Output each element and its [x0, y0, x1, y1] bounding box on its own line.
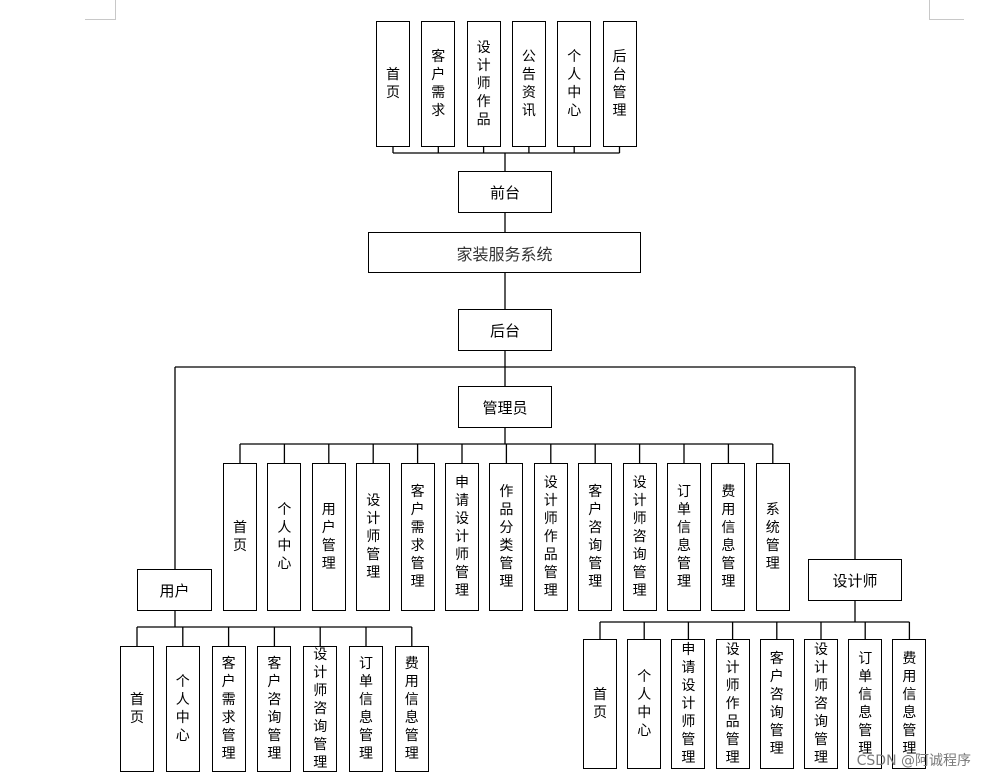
- admin-item-4: 设计师管理: [356, 463, 391, 611]
- admin-item-9: 客户咨询管理: [578, 463, 613, 611]
- watermark: CSDN @阿诚程序: [856, 753, 971, 769]
- user-item-6: 订单信息管理: [349, 646, 383, 772]
- front-item-6: 后台管理: [602, 21, 637, 147]
- crop-mark-top-right-h: [929, 19, 964, 20]
- user-item-5: 设计师咨询管理: [303, 646, 338, 772]
- user-item-4: 客户咨询管理: [257, 646, 292, 772]
- designer-item-3: 申请设计师管理: [671, 639, 706, 769]
- designer-node: 设计师: [808, 559, 902, 601]
- admin-item-11: 订单信息管理: [667, 463, 701, 611]
- admin-item-7: 作品分类管理: [489, 463, 524, 611]
- admin-item-1: 首页: [223, 463, 257, 611]
- user-node: 用户: [137, 569, 212, 611]
- designer-item-6: 设计师咨询管理: [804, 639, 838, 769]
- designer-item-1: 首页: [583, 639, 617, 769]
- system-title-node: 家装服务系统: [368, 232, 641, 273]
- admin-node: 管理员: [458, 386, 552, 428]
- user-item-2: 个人中心: [165, 646, 200, 772]
- crop-mark-top-right: [929, 0, 930, 20]
- designer-item-2: 个人中心: [627, 639, 662, 769]
- admin-item-13: 系统管理: [755, 463, 790, 611]
- admin-item-8: 设计师作品管理: [533, 463, 568, 611]
- designer-item-5: 客户咨询管理: [759, 639, 794, 769]
- admin-item-12: 费用信息管理: [711, 463, 746, 611]
- admin-item-3: 用户管理: [311, 463, 346, 611]
- front-item-3: 设计师作品: [466, 21, 501, 147]
- admin-item-6: 申请设计师管理: [445, 463, 479, 611]
- crop-mark-top-left-h: [85, 19, 116, 20]
- user-item-7: 费用信息管理: [394, 646, 429, 772]
- designer-item-7: 订单信息管理: [848, 639, 883, 769]
- designer-item-8: 费用信息管理: [892, 639, 927, 769]
- crop-mark-top-left: [115, 0, 116, 20]
- admin-item-5: 客户需求管理: [400, 463, 435, 611]
- front-node: 前台: [458, 171, 552, 213]
- back-node: 后台: [458, 309, 552, 351]
- user-item-3: 客户需求管理: [211, 646, 246, 772]
- front-item-2: 客户需求: [421, 21, 456, 147]
- admin-item-10: 设计师咨询管理: [622, 463, 657, 611]
- front-item-4: 公告资讯: [511, 21, 546, 147]
- front-item-1: 首页: [376, 21, 410, 147]
- user-item-1: 首页: [120, 646, 154, 772]
- front-item-5: 个人中心: [557, 21, 592, 147]
- admin-item-2: 个人中心: [267, 463, 302, 611]
- designer-item-4: 设计师作品管理: [715, 639, 750, 769]
